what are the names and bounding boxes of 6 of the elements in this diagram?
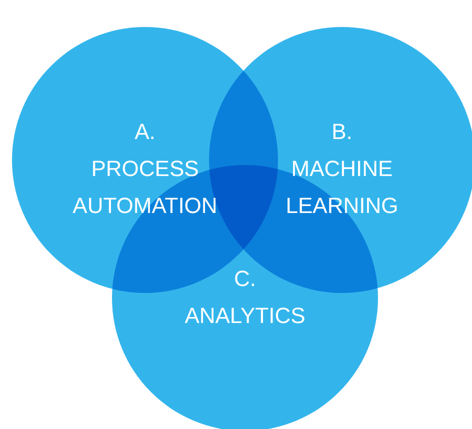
letter-label: C. [234,265,256,293]
circle-label: MACHINE LEARNING [284,155,400,220]
circle-label: PROCESS AUTOMATION [72,155,218,220]
circle-label: ANALYTICS [184,302,306,330]
letter-label: B. [332,118,352,146]
letter-label: A. [134,118,156,146]
